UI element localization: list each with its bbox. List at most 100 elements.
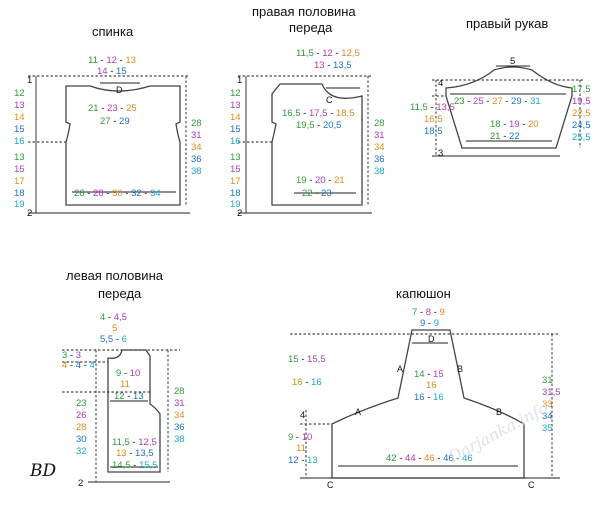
svg-text:2: 2 xyxy=(27,208,32,219)
hood-marker-d: D xyxy=(428,334,435,344)
svg-text:28: 28 xyxy=(191,118,202,129)
svg-text:31: 31 xyxy=(374,130,385,141)
svg-text:31: 31 xyxy=(542,375,553,386)
svg-text:11 - 12 - 13: 11 - 12 - 13 xyxy=(88,55,136,66)
svg-text:4: 4 xyxy=(438,78,443,89)
svg-text:15: 15 xyxy=(230,164,241,175)
left-front-labels: 4 - 4,5 5 5,5 - 6 3 - 3 4 - 4 - 4 9 - 10… xyxy=(62,312,157,489)
right-front-title-line2: переда xyxy=(289,20,333,35)
svg-text:18 - 19 - 20: 18 - 19 - 20 xyxy=(490,119,539,130)
signature: BD xyxy=(29,461,56,481)
svg-text:16 - 16: 16 - 16 xyxy=(414,392,444,403)
svg-text:14: 14 xyxy=(14,112,25,123)
svg-text:28: 28 xyxy=(174,386,185,397)
svg-text:16,5 - 17,5 - 18,5: 16,5 - 17,5 - 18,5 xyxy=(282,108,354,119)
left-front-outline xyxy=(107,349,161,473)
left-front-panel: левая половина переда 4 - 4,5 5 5,5 - 6 … xyxy=(62,268,185,489)
svg-text:11,5 - 13,5: 11,5 - 13,5 xyxy=(410,102,455,113)
left-front-right-column: 28 31 34 36 38 xyxy=(174,386,185,445)
back-neck-top-c: 13 xyxy=(125,55,136,66)
svg-text:17,5: 17,5 xyxy=(572,84,591,95)
svg-text:38: 38 xyxy=(174,434,185,445)
svg-text:26: 26 xyxy=(76,410,87,421)
hood-panel: капюшон 7 - 8 - 9 9 - 9 D A B A B C C 15… xyxy=(288,286,561,490)
svg-text:33: 33 xyxy=(542,399,553,410)
svg-text:4 - 4 - 4: 4 - 4 - 4 xyxy=(62,360,95,371)
hood-labels: 7 - 8 - 9 9 - 9 D A B A B C C 15 - 15,5 … xyxy=(288,307,535,490)
back-marker-d: D xyxy=(116,85,123,95)
svg-text:38: 38 xyxy=(374,166,385,177)
left-front-left-column: 23 26 28 30 32 xyxy=(76,398,87,457)
svg-text:23 - 25 - 27 - 29 - 31: 23 - 25 - 27 - 29 - 31 xyxy=(454,96,541,107)
hood-marker-a-bottom: A xyxy=(355,407,361,417)
svg-text:12: 12 xyxy=(14,88,25,99)
svg-text:34: 34 xyxy=(542,411,553,422)
svg-text:36: 36 xyxy=(374,154,385,165)
svg-text:17: 17 xyxy=(14,176,25,187)
svg-text:16 - 16: 16 - 16 xyxy=(292,377,322,388)
back-neck-top-b: 12 xyxy=(106,55,117,66)
hood-title: капюшон xyxy=(396,286,451,301)
right-sleeve-labels: 5 4 11,5 - 13,5 16,5 18,5 23 - 25 - 27 -… xyxy=(410,56,591,159)
svg-text:9 - 10: 9 - 10 xyxy=(116,368,140,379)
svg-text:19 - 20 - 21: 19 - 20 - 21 xyxy=(296,175,345,186)
svg-text:36: 36 xyxy=(191,154,202,165)
svg-text:12 - 13: 12 - 13 xyxy=(114,391,144,402)
hood-marker-c-right: C xyxy=(528,480,535,490)
back-neck-top-a: 11 xyxy=(88,55,98,66)
svg-text:15 - 15,5: 15 - 15,5 xyxy=(288,354,326,365)
svg-text:11: 11 xyxy=(120,379,130,390)
svg-text:21 - 22: 21 - 22 xyxy=(490,131,520,142)
svg-text:22 - 23: 22 - 23 xyxy=(302,188,332,199)
svg-text:11: 11 xyxy=(296,443,306,454)
svg-text:14: 14 xyxy=(230,112,241,123)
right-sleeve-title: правый рукав xyxy=(466,16,548,31)
svg-text:1: 1 xyxy=(27,75,32,86)
svg-text:35: 35 xyxy=(542,423,553,434)
svg-text:2: 2 xyxy=(78,478,83,489)
svg-text:14 - 15: 14 - 15 xyxy=(414,369,444,380)
right-front-outline xyxy=(271,83,363,206)
svg-text:13: 13 xyxy=(230,100,241,111)
svg-text:13: 13 xyxy=(14,100,25,111)
back-outline xyxy=(65,85,181,206)
svg-text:21 - 23 - 25: 21 - 23 - 25 xyxy=(88,103,137,114)
svg-text:18: 18 xyxy=(14,188,25,199)
back-right-column: 28 31 34 36 38 xyxy=(191,118,202,177)
svg-text:16: 16 xyxy=(426,380,437,391)
svg-text:19,5 - 20,5: 19,5 - 20,5 xyxy=(296,120,341,131)
hood-right-column: 31 31,5 33 34 35 xyxy=(542,375,561,434)
svg-text:17: 17 xyxy=(230,176,241,187)
hood-marker-b-bottom: B xyxy=(496,407,502,417)
svg-text:14,5 - 15,5: 14,5 - 15,5 xyxy=(112,460,157,471)
svg-text:19: 19 xyxy=(230,199,241,210)
svg-text:11,5 - 12,5: 11,5 - 12,5 xyxy=(112,437,157,448)
svg-text:30: 30 xyxy=(76,434,87,445)
right-front-panel: правая половина переда 11,5 - 12 - 12,5 … xyxy=(230,4,385,219)
svg-text:7 - 8 - 9: 7 - 8 - 9 xyxy=(412,307,445,318)
right-front-labels: 11,5 - 12 - 12,5 13 - 13,5 C 16,5 - 17,5… xyxy=(282,48,360,199)
svg-text:34: 34 xyxy=(191,142,202,153)
svg-text:13 - 13,5: 13 - 13,5 xyxy=(314,60,352,71)
svg-text:18: 18 xyxy=(230,188,241,199)
svg-text:34: 34 xyxy=(174,410,185,421)
svg-text:31: 31 xyxy=(191,130,202,141)
back-title: спинка xyxy=(92,24,134,39)
svg-text:1: 1 xyxy=(237,75,242,86)
svg-text:23: 23 xyxy=(76,398,87,409)
right-sleeve-panel: правый рукав 5 4 11,5 - 13,5 16,5 18,5 2… xyxy=(410,16,591,159)
svg-text:38: 38 xyxy=(191,166,202,177)
svg-text:27 - 29: 27 - 29 xyxy=(100,116,130,127)
svg-text:4: 4 xyxy=(300,410,305,421)
svg-text:C: C xyxy=(326,95,333,105)
svg-text:13 - 13,5: 13 - 13,5 xyxy=(116,448,154,459)
svg-text:25,5: 25,5 xyxy=(572,132,591,143)
svg-text:13: 13 xyxy=(14,152,25,163)
svg-text:19: 19 xyxy=(14,199,25,210)
svg-text:5: 5 xyxy=(510,56,515,67)
left-front-title-line1: левая половина xyxy=(66,268,164,283)
right-front-title-line1: правая половина xyxy=(252,4,356,19)
svg-text:36: 36 xyxy=(174,422,185,433)
svg-text:16: 16 xyxy=(14,136,25,147)
svg-text:5: 5 xyxy=(112,323,117,334)
